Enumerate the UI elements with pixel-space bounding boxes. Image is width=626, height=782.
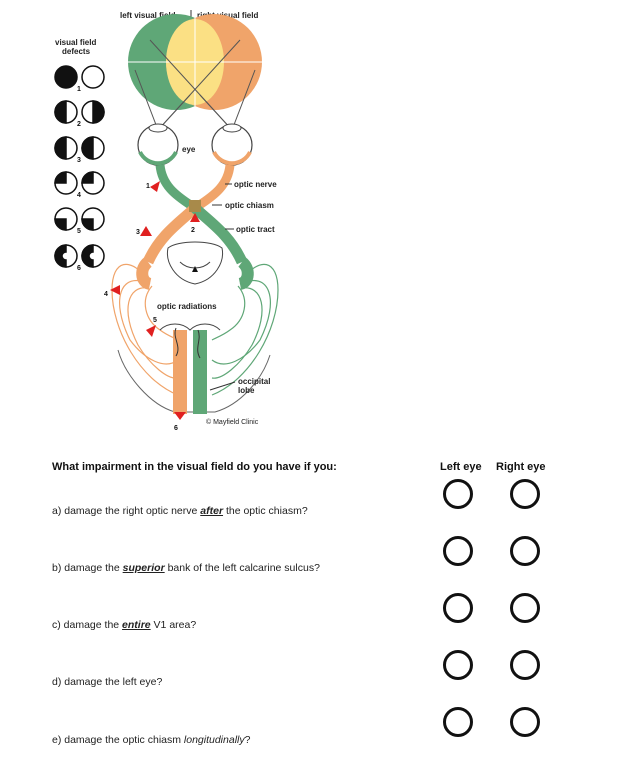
optic-tract-label: optic tract — [236, 225, 275, 234]
left-eye-header: Left eye — [440, 461, 482, 473]
occipital-lobe — [117, 323, 271, 414]
answer-d-right-eye[interactable] — [510, 650, 540, 680]
answer-b-right-eye[interactable] — [510, 536, 540, 566]
answer-c-left-eye[interactable] — [443, 593, 473, 623]
svg-text:6: 6 — [77, 265, 81, 272]
lesion-1-label: 1 — [146, 183, 150, 190]
svg-text:4: 4 — [77, 192, 81, 199]
visual-field-circles — [128, 14, 262, 110]
answer-e-right-eye[interactable] — [510, 707, 540, 737]
question-d: d) damage the left eye? — [52, 676, 163, 688]
question-a: a) damage the right optic nerve after th… — [52, 505, 308, 517]
question-c: c) damage the entire V1 area? — [52, 619, 197, 631]
svg-text:5: 5 — [77, 228, 81, 235]
copyright-label: © Mayfield Clinic — [206, 418, 259, 426]
lesion-2-label: 2 — [191, 227, 195, 234]
optic-pathway — [142, 164, 248, 265]
lesion-4-label: 4 — [104, 291, 108, 298]
question-e: e) damage the optic chiasm longitudinall… — [52, 734, 251, 746]
occipital-lobe-label-line2: lobe — [238, 386, 255, 395]
lesion-3-label: 3 — [136, 229, 140, 236]
svg-text:1: 1 — [77, 86, 81, 93]
question-b: b) damage the superior bank of the left … — [52, 562, 320, 574]
right-eye — [211, 123, 253, 166]
svg-text:2: 2 — [77, 121, 81, 128]
left-eye — [137, 123, 179, 166]
lesion-6-label: 6 — [174, 425, 178, 432]
visual-pathway-diagram: left visual field right visual field eye — [54, 10, 279, 432]
defects-heading-line2: defects — [62, 47, 91, 56]
svg-text:3: 3 — [77, 157, 81, 164]
answer-e-left-eye[interactable] — [443, 707, 473, 737]
lesion-markers — [110, 181, 200, 420]
answer-a-left-eye[interactable] — [443, 479, 473, 509]
optic-nerve-label: optic nerve — [234, 180, 277, 189]
brainstem — [166, 241, 224, 285]
eye-label: eye — [182, 145, 196, 154]
answer-b-left-eye[interactable] — [443, 536, 473, 566]
answer-a-right-eye[interactable] — [510, 479, 540, 509]
visual-rays — [134, 39, 256, 131]
answer-c-right-eye[interactable] — [510, 593, 540, 623]
defect-numbers: 1 2 3 4 5 6 — [77, 86, 81, 272]
occipital-lobe-label-line1: occipital — [238, 377, 270, 386]
lesion-5-label: 5 — [153, 317, 157, 324]
left-visual-field-label: left visual field — [120, 11, 176, 20]
defect-icons — [54, 65, 105, 268]
right-visual-field-label: right visual field — [197, 11, 258, 20]
optic-radiations-label: optic radiations — [157, 302, 217, 311]
optic-chiasm-label: optic chiasm — [225, 201, 274, 210]
right-eye-header: Right eye — [496, 461, 546, 473]
right-optic-radiations — [211, 263, 279, 396]
question-heading: What impairment in the visual field do y… — [52, 461, 337, 473]
answer-d-left-eye[interactable] — [443, 650, 473, 680]
defects-heading-line1: visual field — [55, 38, 96, 47]
